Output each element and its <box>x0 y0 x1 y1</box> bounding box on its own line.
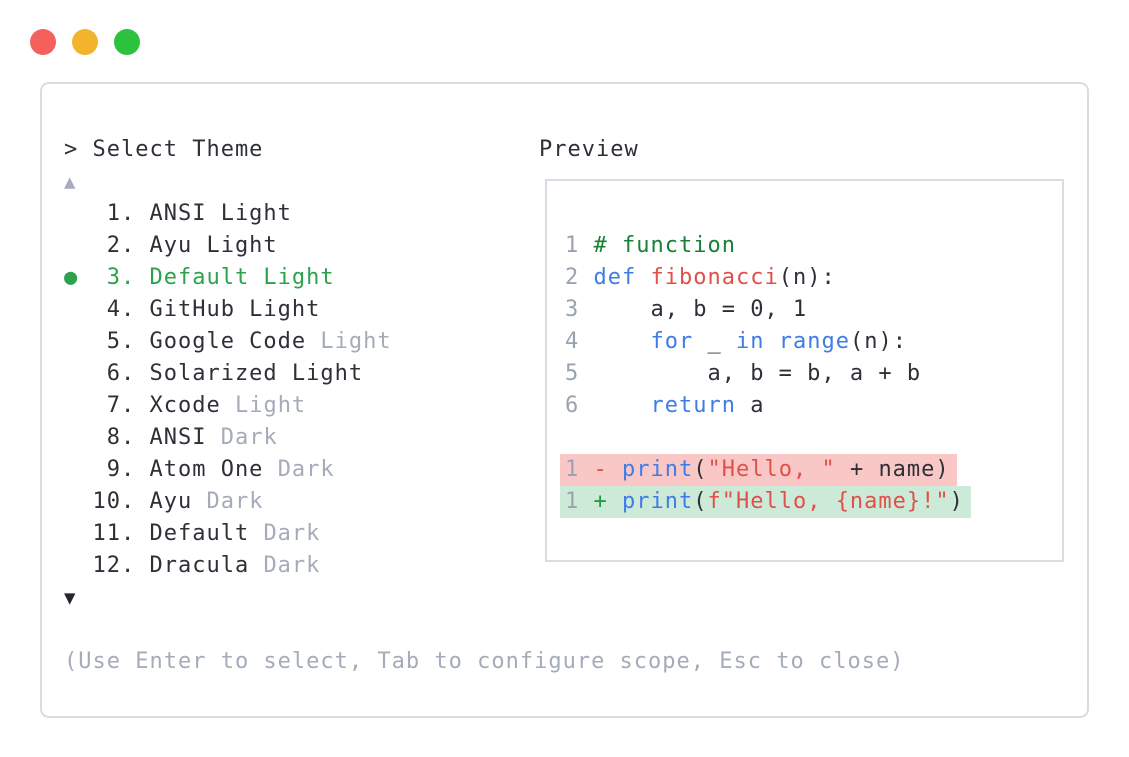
text-segment: range <box>778 329 850 354</box>
spacer-row <box>64 614 904 646</box>
text-segment: _ <box>693 329 736 354</box>
text-segment: ( <box>693 489 708 514</box>
code-line-1: 1 # function <box>565 230 1062 262</box>
text-segment <box>579 393 650 418</box>
text-segment: "Hello, " <box>707 457 836 482</box>
text-segment: 6 <box>565 393 580 418</box>
text-segment: 1 <box>565 457 580 482</box>
text-segment: 7. Xcode <box>64 393 235 418</box>
theme-list-pane: > Select Theme ▲ 1. ANSI Light 2. Ayu Li… <box>64 134 904 678</box>
text-segment: - <box>593 457 608 482</box>
theme-option-9-atom-one-dark[interactable]: 9. Atom One Dark <box>64 454 904 486</box>
text-segment: in <box>735 329 765 354</box>
code-line-5: 5 a, b = b, a + b <box>565 358 1062 390</box>
theme-list: 1. ANSI Light 2. Ayu Light ● 3. Default L… <box>64 198 904 582</box>
scroll-down-icon[interactable]: ▼ <box>64 587 77 609</box>
text-segment: 3 <box>565 297 580 322</box>
maximize-button[interactable] <box>114 29 140 55</box>
window-controls <box>30 29 140 55</box>
text-segment: 1 <box>565 233 580 258</box>
text-segment <box>579 329 650 354</box>
text-segment: ● 3. Default Light <box>64 265 335 290</box>
text-segment <box>608 489 622 514</box>
text-segment: 5. Google Code <box>64 329 321 354</box>
text-segment <box>608 457 622 482</box>
text-segment: a, b = b, a + b <box>579 361 922 386</box>
text-segment: (n): <box>778 265 836 290</box>
text-segment <box>579 457 593 482</box>
theme-option-11-default-dark[interactable]: 11. Default Dark <box>64 518 904 550</box>
text-segment: Light <box>320 329 392 354</box>
code-line-6: 6 return a <box>565 390 1062 422</box>
theme-option-1-ansi-light[interactable]: 1. ANSI Light <box>64 198 904 230</box>
text-segment: ( <box>693 457 708 482</box>
diff-removed-line: 1 - print("Hello, " + name) <box>560 454 957 486</box>
text-segment: Dark <box>263 521 321 546</box>
text-segment: ) <box>949 489 964 514</box>
text-segment: return <box>650 393 736 418</box>
text-segment: (n): <box>849 329 907 354</box>
text-segment <box>579 489 593 514</box>
text-segment: + <box>593 489 608 514</box>
theme-option-8-ansi-dark[interactable]: 8. ANSI Dark <box>64 422 904 454</box>
help-text: (Use Enter to select, Tab to configure s… <box>64 649 905 674</box>
theme-option-12-dracula-dark[interactable]: 12. Dracula Dark <box>64 550 904 582</box>
text-segment: 10. Ayu <box>64 489 207 514</box>
text-segment <box>764 329 778 354</box>
theme-option-6-solarized-light[interactable]: 6. Solarized Light <box>64 358 904 390</box>
text-segment: 1. ANSI Light <box>64 201 292 226</box>
text-segment: Dark <box>263 553 321 578</box>
theme-option-10-ayu-dark[interactable]: 10. Ayu Dark <box>64 486 904 518</box>
text-segment: 9. Atom One <box>64 457 278 482</box>
text-segment: + name) <box>835 457 950 482</box>
theme-option-3-default-light[interactable]: ● 3. Default Light <box>64 262 904 294</box>
text-segment: def <box>593 265 637 290</box>
text-segment: Dark <box>277 457 335 482</box>
scroll-up-icon[interactable]: ▲ <box>64 171 77 193</box>
theme-option-7-xcode-light[interactable]: 7. Xcode Light <box>64 390 904 422</box>
text-segment: print <box>622 489 694 514</box>
diff-added-line: 1 + print(f"Hello, {name}!") <box>560 486 971 518</box>
text-segment <box>636 265 650 290</box>
text-segment: 6. Solarized Light <box>64 361 364 386</box>
text-segment: for <box>650 329 694 354</box>
code-line-4: 4 for _ in range(n): <box>565 326 1062 358</box>
close-button[interactable] <box>30 29 56 55</box>
text-segment: 2. Ayu Light <box>64 233 278 258</box>
select-theme-prompt: > Select Theme <box>64 137 264 162</box>
preview-label: Preview <box>539 137 639 162</box>
code-line-3: 3 a, b = 0, 1 <box>565 294 1062 326</box>
text-segment: 11. Default <box>64 521 264 546</box>
text-segment: a <box>735 393 765 418</box>
text-segment <box>579 233 593 258</box>
theme-option-2-ayu-light[interactable]: 2. Ayu Light <box>64 230 904 262</box>
text-segment: Dark <box>220 425 278 450</box>
text-segment: 4. GitHub Light <box>64 297 321 322</box>
theme-option-5-google-code-light[interactable]: 5. Google Code Light <box>64 326 904 358</box>
text-segment: 1 <box>565 489 580 514</box>
text-segment: a, b = 0, 1 <box>579 297 808 322</box>
text-segment: f"Hello, {name}!" <box>707 489 950 514</box>
text-segment: fibonacci <box>650 265 779 290</box>
code-line-2: 2 def fibonacci(n): <box>565 262 1062 294</box>
theme-option-4-github-light[interactable]: 4. GitHub Light <box>64 294 904 326</box>
text-segment: print <box>622 457 694 482</box>
minimize-button[interactable] <box>72 29 98 55</box>
text-segment: Dark <box>206 489 264 514</box>
text-segment: 5 <box>565 361 580 386</box>
text-segment: Light <box>234 393 307 418</box>
text-segment <box>579 265 593 290</box>
text-segment: 8. ANSI <box>64 425 221 450</box>
text-segment: 12. Dracula <box>64 553 264 578</box>
text-segment: # function <box>593 233 736 258</box>
theme-picker-dialog: > Select Theme ▲ 1. ANSI Light 2. Ayu Li… <box>40 82 1089 718</box>
text-segment: 4 <box>565 329 580 354</box>
code-blank-line <box>565 422 1062 454</box>
text-segment: 2 <box>565 265 580 290</box>
